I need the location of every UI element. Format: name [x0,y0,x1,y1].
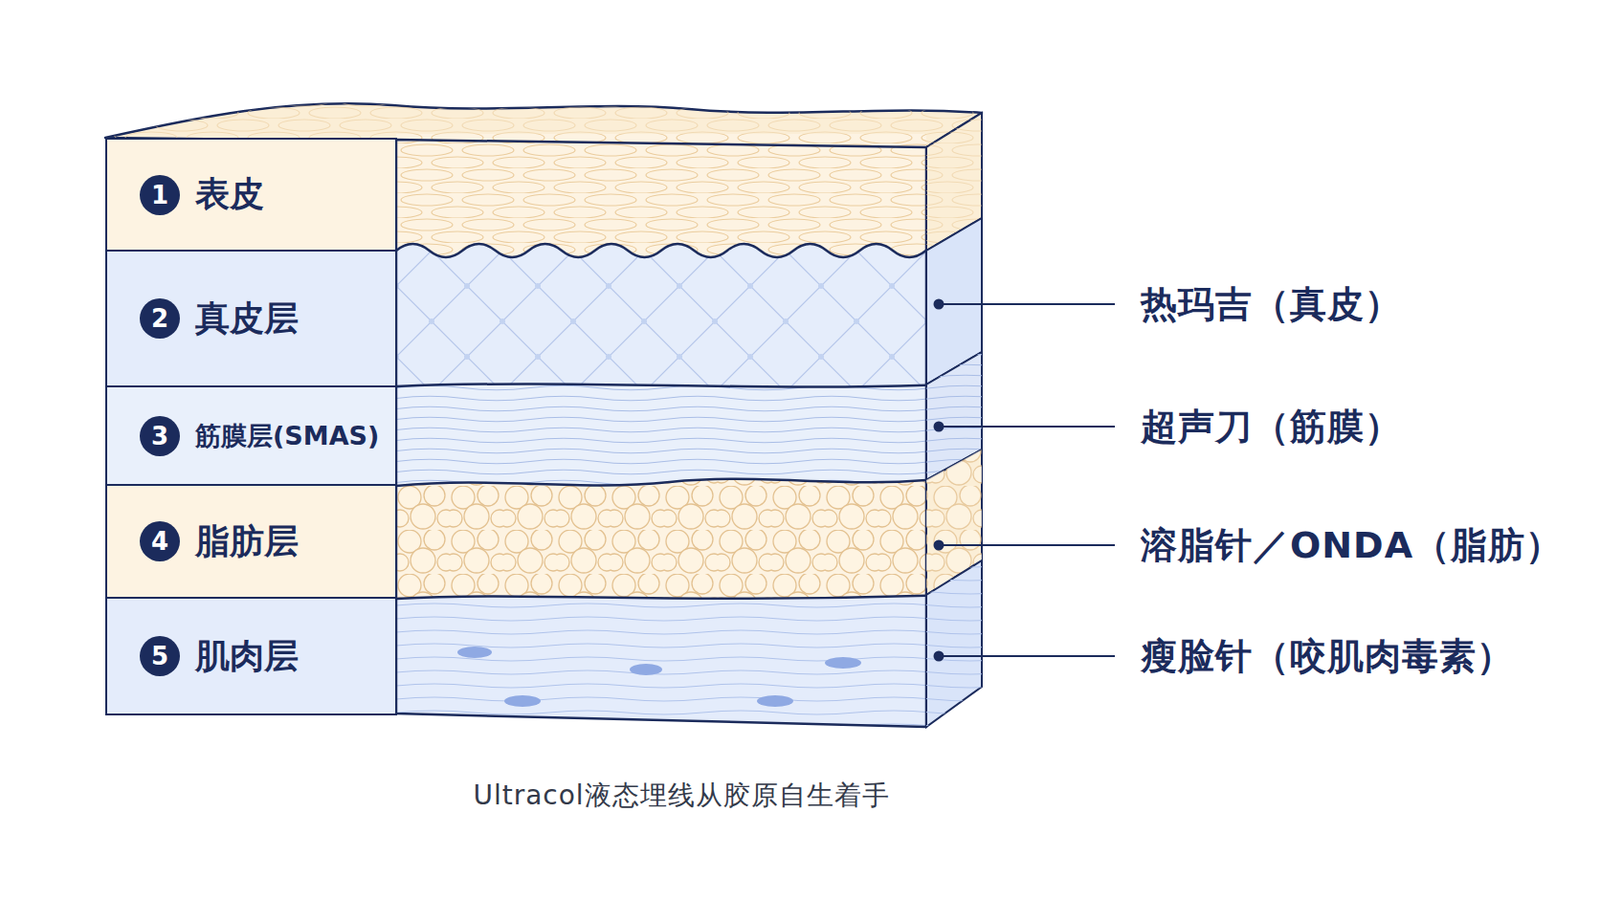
treatment-label: 超声刀（筋膜） [1140,402,1402,452]
muscle-cell [756,695,794,708]
treatment-label: 瘦脸针（咬肌肉毒素） [1140,632,1514,682]
epidermis-fill [382,133,948,747]
side-muscle [926,560,982,728]
layer-band: 1 表皮 [105,137,398,252]
caption: Ultracol液态埋线从胶原自生着手 [472,777,889,815]
callout-number: 1 [139,175,180,216]
callout-number: 3 [139,416,180,457]
dermis-fill [382,244,948,747]
dermis-texture [382,244,948,747]
fat-texture [382,478,948,747]
muscle-texture [382,595,948,747]
layer-name: 筋膜层(SMAS) [195,419,379,454]
side-muscle-texture [926,560,982,728]
side-face [926,112,982,728]
layer-boundary [396,478,948,487]
muscle-fill [382,595,948,747]
leader-dot [933,540,945,552]
muscle-cell [629,664,663,676]
layer-name: 表皮 [195,171,265,219]
layer-boundary [396,244,927,258]
treatment-label: 溶脂针／ONDA（脂肪） [1140,521,1563,571]
fascia-texture [382,383,948,747]
layer-name: 脂肪层 [195,518,299,566]
muscle-cell [824,657,862,669]
layer-band: 3 筋膜层(SMAS) [105,385,398,487]
muscle-cell [457,646,492,659]
callout-number: 2 [139,298,180,339]
front-outline [396,139,927,728]
leader-line [943,655,1115,658]
front-face [382,133,948,747]
callout-number: 5 [139,636,180,677]
leader-dot [933,651,945,663]
fat-fill [382,478,948,747]
muscle-cell [504,695,541,708]
layer-band: 2 真皮层 [105,249,398,388]
layer-band: 5 肌肉层 [105,597,398,716]
layer-name: 肌肉层 [195,633,299,681]
leader-dot [933,299,945,311]
layer-boundary [396,595,948,600]
leader-line [943,425,1115,428]
layer-name: 真皮层 [195,295,299,343]
leader-line [943,544,1115,547]
layer-band: 4 脂肪层 [105,484,398,600]
leader-line [943,303,1115,306]
epidermis-texture [382,133,948,747]
fascia-fill [382,383,948,747]
treatment-label: 热玛吉（真皮） [1140,280,1402,330]
leader-dot [933,422,945,433]
layer-boundary [396,383,948,387]
leader-lines [933,299,1116,663]
callout-number: 4 [139,521,180,562]
